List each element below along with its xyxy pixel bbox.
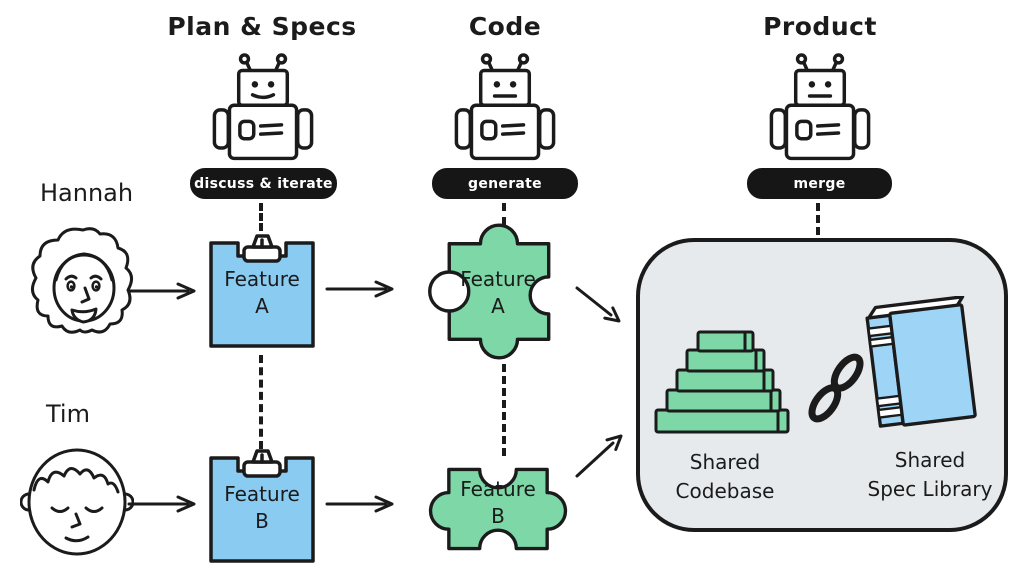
dashed-connector xyxy=(259,203,263,231)
feature-word: Feature xyxy=(460,477,536,501)
dashed-connector xyxy=(502,203,506,225)
feature-word: Feature xyxy=(224,267,300,291)
column-title-product: Product xyxy=(763,12,877,41)
action-pill-discuss-iterate: discuss & iterate xyxy=(190,168,337,199)
robot-icon xyxy=(212,53,314,161)
feature-word: Feature xyxy=(460,267,536,291)
spec-b-label: Feature B xyxy=(206,481,318,535)
man-face-icon xyxy=(20,448,134,556)
label-line: Spec Library xyxy=(867,477,993,501)
column-title-plan-specs: Plan & Specs xyxy=(167,12,357,41)
spec-a-label: Feature A xyxy=(206,266,318,320)
book-icon xyxy=(865,296,977,428)
action-label: discuss & iterate xyxy=(194,175,333,192)
column-title-code: Code xyxy=(468,12,542,41)
code-b-label: Feature B xyxy=(419,476,577,530)
arrow-down-right-icon xyxy=(575,286,621,323)
arrow-right-icon xyxy=(127,495,196,513)
dashed-connector xyxy=(816,203,820,235)
arrow-right-icon xyxy=(325,495,394,513)
shared-codebase-label: Shared Codebase xyxy=(646,448,804,506)
clipboard-icon xyxy=(209,449,315,563)
person-name-hannah: Hannah xyxy=(40,179,134,207)
arrow-right-icon xyxy=(325,280,394,298)
person-name-tim: Tim xyxy=(46,400,90,428)
chain-link-icon xyxy=(808,353,864,423)
puzzle-piece-icon xyxy=(428,467,568,551)
feature-word: Feature xyxy=(224,482,300,506)
feature-letter: B xyxy=(255,509,269,533)
label-line: Codebase xyxy=(675,479,775,503)
label-line: Shared xyxy=(894,448,966,472)
feature-letter: A xyxy=(491,294,505,318)
woman-face-icon xyxy=(31,227,133,334)
dashed-connector xyxy=(502,364,506,456)
code-a-label: Feature A xyxy=(421,266,575,320)
feature-letter: B xyxy=(491,504,505,528)
puzzle-piece-icon xyxy=(428,223,551,360)
action-pill-merge: merge xyxy=(747,168,892,199)
stacked-layers-icon xyxy=(654,330,790,434)
arrow-up-right-icon xyxy=(575,434,623,478)
feature-letter: A xyxy=(255,294,269,318)
arrow-right-icon xyxy=(127,282,196,300)
robot-icon xyxy=(769,53,871,161)
shared-spec-library-label: Shared Spec Library xyxy=(840,446,1018,504)
clipboard-icon xyxy=(209,234,315,348)
action-label: merge xyxy=(793,175,846,192)
dashed-connector xyxy=(259,355,263,449)
robot-icon xyxy=(454,53,556,161)
action-label: generate xyxy=(468,175,542,192)
label-line: Shared xyxy=(689,450,761,474)
action-pill-generate: generate xyxy=(432,168,578,199)
